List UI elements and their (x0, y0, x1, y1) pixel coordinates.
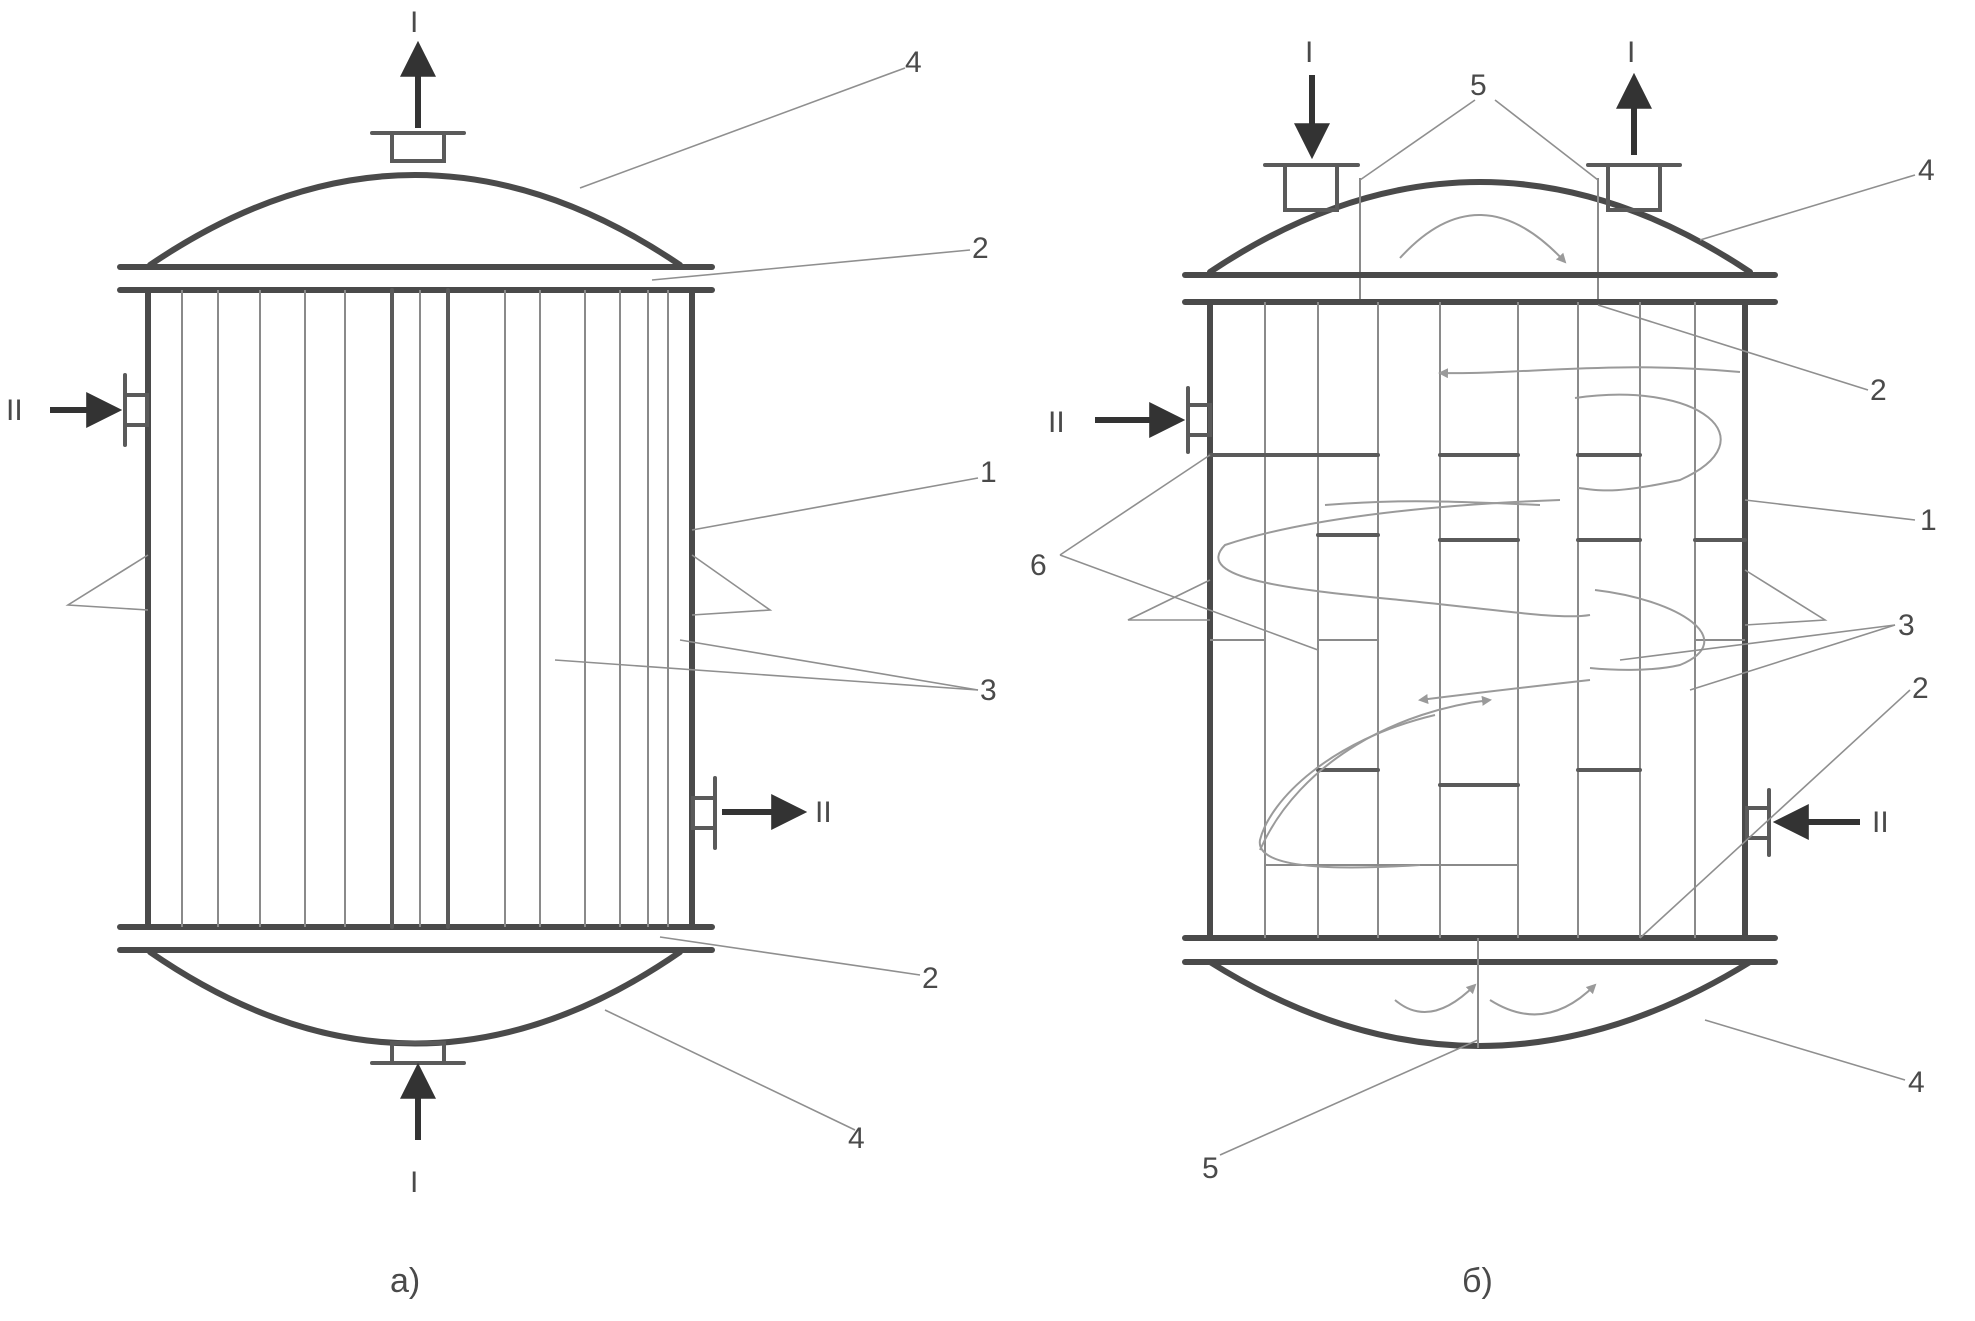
label-tube-sheet-top-a: 2 (972, 232, 989, 265)
flow-top-label-a: I (410, 6, 418, 39)
label-tubes-b: 3 (1898, 609, 1915, 642)
label-baffles-b: 6 (1030, 549, 1047, 582)
label-partition-bottom-b: 5 (1202, 1152, 1219, 1185)
leaders-a (65, 67, 979, 1131)
diagram-b: I I II II 5 4 2 1 6 3 2 4 5 б) (1030, 36, 1937, 1300)
tubes-b (1264, 302, 1696, 938)
flow-right-label-a: II (815, 796, 832, 829)
caption-b: б) (1462, 1262, 1493, 1300)
label-tube-sheet-bottom-a: 2 (922, 962, 939, 995)
flow-bottom-label-a: I (410, 1166, 418, 1199)
top-nozzle-a (390, 131, 446, 163)
label-cover-bottom-b: 4 (1908, 1066, 1925, 1099)
label-partition-top-b: 5 (1470, 69, 1487, 102)
bottom-cover-a (147, 949, 683, 1047)
top-inlet-nozzle-b (1283, 163, 1339, 212)
flow-left-label-a: II (6, 394, 23, 427)
baffles-b (1208, 453, 1747, 866)
top-cover-a (147, 172, 683, 268)
label-shell-a: 1 (980, 456, 997, 489)
diagram-a: I I II II 4 2 1 3 2 4 а) (6, 6, 997, 1300)
label-cover-top-a: 4 (905, 46, 922, 79)
right-nozzle-a (691, 796, 717, 830)
tubes-a (181, 288, 669, 929)
caption-a: а) (390, 1262, 420, 1300)
label-shell-b: 1 (1920, 504, 1937, 537)
label-cover-top-b: 4 (1918, 154, 1935, 187)
flow-left-label-b: II (1048, 406, 1065, 439)
label-tube-sheet-top-b: 2 (1870, 374, 1887, 407)
bottom-cover-b (1207, 959, 1753, 1049)
flow-top-out-label-b: I (1627, 36, 1635, 69)
label-cover-bottom-a: 4 (848, 1122, 865, 1155)
flow-right-label-b: II (1872, 806, 1889, 839)
flow-top-in-label-b: I (1305, 36, 1313, 69)
top-cover-b (1207, 179, 1753, 275)
label-tubes-a: 3 (980, 674, 997, 707)
leaders-b (1059, 99, 1916, 1156)
left-nozzle-a (123, 393, 149, 427)
shell-flow-paths-b (1217, 366, 1741, 869)
label-tube-sheet-bottom-b: 2 (1912, 672, 1929, 705)
left-nozzle-b (1186, 403, 1212, 437)
